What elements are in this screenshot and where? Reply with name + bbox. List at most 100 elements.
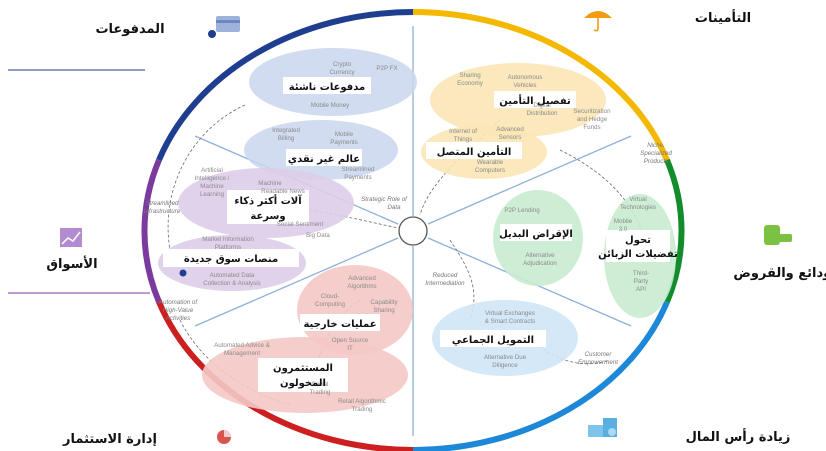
item-api-2: Party — [634, 278, 649, 285]
theme-data-1: Strategic Role of — [361, 196, 408, 203]
item-ai-1: Artificial — [201, 167, 223, 174]
item-adjudication-2: Adjudication — [523, 260, 557, 267]
sector-title-deposits: الودائع والقروض — [733, 266, 826, 281]
theme-niche-1: Niche, — [647, 142, 665, 149]
cluster-title-shifting-2: تفضيلات الزبائن — [598, 249, 678, 260]
item-virtual-2: Technologies — [620, 204, 656, 211]
item-social-2: Trading — [310, 389, 331, 396]
ring-deposits — [664, 158, 685, 304]
item-mobile-money: Mobile Money — [311, 102, 350, 109]
label-box-empowered-investors — [258, 358, 348, 392]
item-crypto-2: Currency — [329, 69, 355, 76]
payments-marker-dot — [208, 30, 216, 38]
item-dd-1: Alternative Due — [484, 354, 527, 361]
theme-data-2: Data — [387, 204, 401, 211]
item-autonomous-2: Vehicles — [513, 82, 536, 89]
item-securitization-3: Funds — [583, 124, 600, 131]
cluster-title-new-market-platforms: منصات سوق جديدة — [184, 254, 278, 265]
theme-empowerment-1: Customer — [585, 351, 613, 358]
item-mobile-payments-1: Mobile — [335, 131, 354, 138]
ring-markets — [141, 158, 162, 304]
item-api-3: API — [636, 286, 646, 293]
cluster-title-externalisation: عمليات خارجية — [303, 319, 376, 330]
center-hub — [398, 216, 428, 246]
item-advice-2: Management — [224, 350, 260, 357]
item-big-data: Big Data — [306, 232, 330, 239]
outer-ring — [141, 9, 685, 451]
item-integrated-2: Billing — [278, 135, 295, 142]
label-box-smarter-machines — [227, 190, 309, 224]
ring-investment — [156, 300, 414, 451]
item-dd-2: Diligence — [492, 362, 518, 369]
item-cap-2: Sharing — [373, 307, 395, 314]
label-box-externalisation — [300, 314, 380, 331]
umbrella-icon — [584, 11, 612, 32]
label-box-shifting-preferences — [606, 230, 670, 262]
item-autonomous-1: Autonomous — [508, 74, 543, 81]
cluster-title-insurance-disaggregation: تفصيل التأمين — [499, 94, 571, 107]
item-advice-1: Automated Advice & — [214, 342, 271, 349]
item-securitization-2: and Hedge — [577, 116, 608, 123]
theme-empowerment-2: Empowerment — [578, 359, 618, 366]
label-box-emerging-payments — [283, 77, 371, 94]
theme-niche-3: Products — [644, 158, 668, 165]
item-sensors-2: Sensors — [499, 134, 522, 141]
theme-streamlined-1: Streamlined — [145, 200, 179, 207]
item-oss-2: IT — [347, 345, 353, 352]
item-vex-2: & Smart Contracts — [485, 318, 536, 325]
sector-title-payments: المدفوعات — [95, 22, 164, 37]
pie-chart-icon — [217, 430, 231, 444]
item-p2p-fx: P2P FX — [376, 65, 397, 72]
label-box-cashless-world — [286, 149, 362, 166]
sector-title-investment: إدارة الاستثمار — [62, 432, 157, 447]
item-digital-2: Distribution — [527, 110, 559, 117]
item-mobile3-1: Mobile — [614, 218, 633, 225]
ring-payments — [156, 9, 414, 162]
cluster-title-smarter-machines-2: وسرعة — [250, 211, 285, 222]
item-mip-2: Platforms — [215, 244, 241, 251]
ring-capital — [412, 300, 670, 451]
item-retail-2: Trading — [352, 406, 373, 413]
item-ai-2: Intelligence / — [195, 175, 230, 182]
item-virtual-1: Virtual — [629, 196, 646, 203]
item-iot-1: Internet of — [449, 128, 477, 135]
sector-title-capital: زيادة رأس المال — [686, 428, 791, 445]
item-wearable-2: Computers — [475, 167, 505, 174]
theme-automation-3: Activities — [165, 315, 190, 322]
theme-intermediation-1: Reduced — [433, 272, 458, 279]
item-securitization-1: Securitization — [573, 108, 611, 115]
item-streamlined-1: Streamlined — [341, 166, 375, 173]
cluster-title-emerging-payments: مدفوعات ناشئة — [289, 82, 365, 93]
item-sharing-1: Sharing — [459, 72, 481, 79]
item-wearable-1: Wearable — [477, 159, 504, 166]
money-hand-icon — [764, 225, 792, 245]
cluster-title-cashless-world: عالم غير نقدي — [288, 154, 360, 165]
item-mip-1: Market Information — [202, 236, 254, 243]
item-iot-2: Things — [454, 136, 473, 143]
item-ai-3: Machine — [200, 183, 224, 190]
item-cloud-1: Cloud- — [321, 293, 339, 300]
item-sentiment: Social Sentiment — [277, 221, 324, 228]
cluster-title-connected-insurance: التأمين المتصل — [437, 145, 512, 158]
item-cap-1: Capability — [370, 299, 398, 306]
item-algos-1: Advanced — [348, 275, 376, 282]
theme-streamlined-2: Infrastructure — [144, 208, 181, 215]
blob-externalisation — [297, 265, 413, 355]
item-news-1: Machine — [258, 180, 282, 187]
item-adc-1: Automated Data — [210, 272, 255, 279]
item-sensors-1: Advanced — [496, 126, 524, 133]
theme-automation-2: High-Value — [163, 307, 194, 314]
item-mobile-payments-2: Payments — [330, 139, 358, 146]
item-algos-2: Algorithms — [347, 283, 376, 290]
bar-chart-icon — [60, 228, 82, 247]
label-box-new-market-platforms — [163, 249, 299, 267]
credit-card-icon — [216, 16, 240, 32]
theme-niche-2: Specialized — [640, 150, 672, 157]
item-api-1: Third- — [633, 270, 649, 277]
item-adjudication-1: Alternative — [525, 252, 555, 259]
cluster-title-empowered-2: المخولون — [280, 378, 326, 389]
item-p2p-lending: P2P Lending — [504, 207, 540, 214]
cluster-title-smarter-machines-1: آلات أكثر ذكاء — [234, 194, 302, 207]
coins-stack-icon — [588, 418, 617, 437]
